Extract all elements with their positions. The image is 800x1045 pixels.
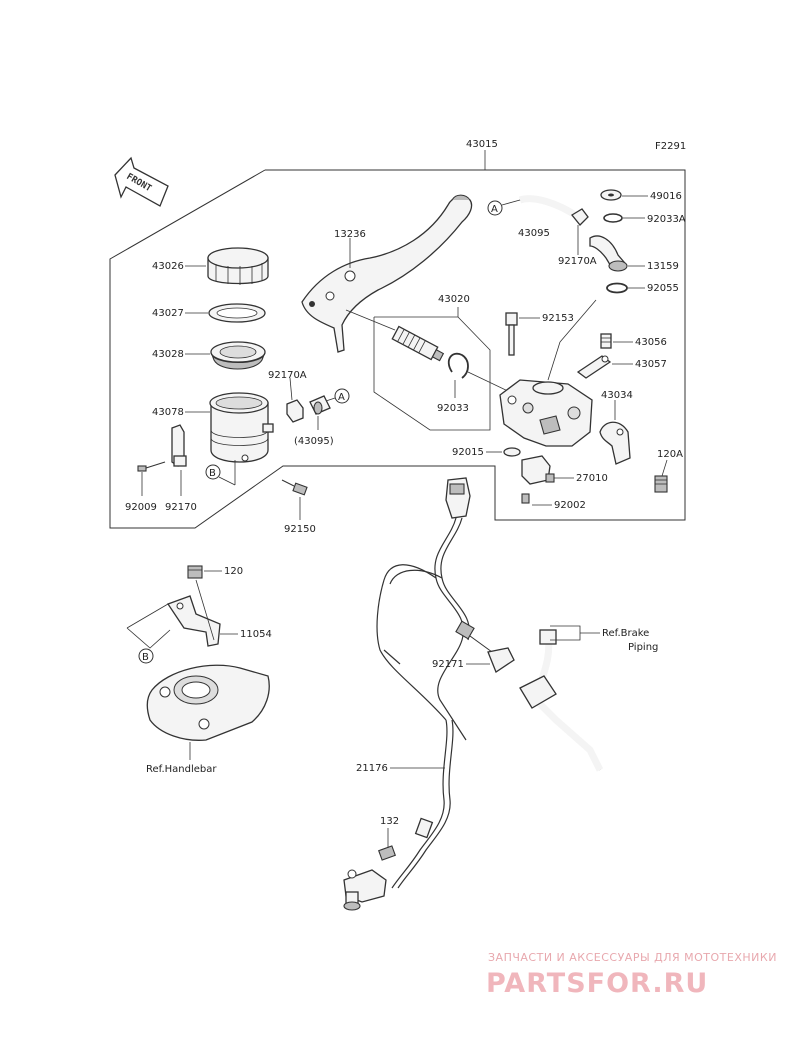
label-43056: 43056 xyxy=(635,337,667,348)
label-43015: 43015 xyxy=(466,139,498,150)
label-92033: 92033 xyxy=(437,403,469,414)
part-21176-sensor xyxy=(343,869,387,911)
part-92055-o-ring xyxy=(606,282,628,294)
label-43057: 43057 xyxy=(635,359,667,370)
label-ref-brake-1: Ref.Brake xyxy=(602,628,649,639)
part-43095-hose xyxy=(518,195,577,218)
part-92033-circlip xyxy=(447,352,469,379)
part-13159-elbow-fitting xyxy=(589,235,628,272)
label-92170A-top: 92170A xyxy=(558,256,597,267)
part-27010-brake-switch xyxy=(521,455,555,485)
part-43057-cap xyxy=(576,355,612,379)
part-brake-piping xyxy=(519,629,604,772)
label-92170A-mid: 92170A xyxy=(268,370,307,381)
figure-code: F2291 xyxy=(655,141,686,152)
assembly-boundary-43015 xyxy=(109,150,686,529)
part-92009-bolt xyxy=(137,461,166,472)
label-92009: 92009 xyxy=(125,502,157,513)
ref-brake-bracket xyxy=(550,625,600,641)
label-92033A: 92033A xyxy=(647,214,686,225)
part-92153-pivot-bolt xyxy=(505,312,518,356)
part-13236-brake-lever xyxy=(301,194,473,353)
part-43026-reservoir-cap xyxy=(207,247,269,285)
part-92170-bracket xyxy=(171,424,187,467)
part-120A-bolt xyxy=(654,475,668,493)
part-43020-piston-kit-box xyxy=(373,307,491,431)
label-92015: 92015 xyxy=(452,447,484,458)
label-92171: 92171 xyxy=(432,659,464,670)
part-43034-handlebar-clamp xyxy=(599,421,631,465)
label-27010: 27010 xyxy=(576,473,608,484)
label-43028: 43028 xyxy=(152,349,184,360)
label-120: 120 xyxy=(224,566,243,577)
label-13159: 13159 xyxy=(647,261,679,272)
part-43027-diaphragm-plate xyxy=(208,303,266,323)
label-21176: 21176 xyxy=(356,763,388,774)
label-132: 132 xyxy=(380,816,399,827)
callout-B-reservoir-text: B xyxy=(209,468,216,479)
label-92153: 92153 xyxy=(542,313,574,324)
part-43028-diaphragm xyxy=(210,341,266,370)
label-ref-brake-2: Piping xyxy=(628,642,658,653)
callout-B-reservoir: B xyxy=(205,460,236,486)
part-92033A-ring xyxy=(603,213,623,223)
part-27010-connector xyxy=(445,477,471,519)
part-120-bolt xyxy=(187,565,203,579)
label-43095-ref: (43095) xyxy=(294,436,334,447)
part-132-bolt xyxy=(378,845,396,861)
part-92171-bolt xyxy=(455,620,493,653)
label-43078: 43078 xyxy=(152,407,184,418)
label-92150: 92150 xyxy=(284,524,316,535)
part-21176-harness xyxy=(376,517,470,889)
label-92002: 92002 xyxy=(554,500,586,511)
part-92171-guide xyxy=(487,647,515,673)
part-49016-cap xyxy=(600,189,622,201)
label-43034: 43034 xyxy=(601,390,633,401)
part-92015-washer xyxy=(503,447,521,457)
label-43020: 43020 xyxy=(438,294,470,305)
part-43078-reservoir xyxy=(209,392,274,463)
part-92170A-clamp-mid xyxy=(286,399,304,423)
label-120A: 120A xyxy=(657,449,683,460)
callout-A-top: A xyxy=(487,199,521,216)
label-49016: 49016 xyxy=(650,191,682,202)
part-92150-screw xyxy=(281,479,308,496)
callout-A-top-text: A xyxy=(491,204,498,215)
part-43020-piston xyxy=(345,309,445,362)
label-ref-handlebar: Ref.Handlebar xyxy=(146,764,217,775)
label-43095: 43095 xyxy=(518,228,550,239)
part-handlebar-housing xyxy=(146,664,270,741)
part-43095-hose-end xyxy=(309,395,331,415)
watermark-tagline: ЗАПЧАСТИ И АКСЕССУАРЫ ДЛЯ МОТОТЕХНИКИ xyxy=(488,951,777,964)
part-92170A-clamp-top xyxy=(571,208,589,226)
part-master-cylinder-body xyxy=(499,379,593,447)
watermark-brand: PARTSFOR.RU xyxy=(486,968,708,999)
callout-B-bracket: B xyxy=(126,603,171,664)
part-92002-screw xyxy=(521,493,530,504)
label-92170: 92170 xyxy=(165,502,197,513)
label-92055: 92055 xyxy=(647,283,679,294)
callout-B-bracket-text: B xyxy=(142,652,149,663)
part-11054-bracket xyxy=(167,579,221,647)
part-43056-bleeder xyxy=(600,333,612,349)
label-11054: 11054 xyxy=(240,629,272,640)
label-43027: 43027 xyxy=(152,308,184,319)
front-arrow-icon: FRONT xyxy=(114,156,169,207)
label-13236: 13236 xyxy=(334,229,366,240)
label-43026: 43026 xyxy=(152,261,184,272)
callout-A-mid: A xyxy=(325,388,350,404)
callout-A-mid-text: A xyxy=(338,392,345,403)
